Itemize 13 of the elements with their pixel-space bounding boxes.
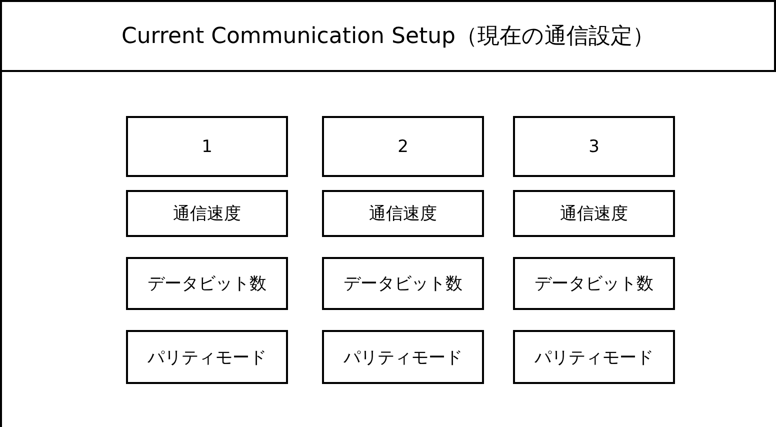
setting-box: データビット数 <box>322 257 484 310</box>
setting-box: 通信速度 <box>126 190 288 237</box>
setting-box: データビット数 <box>513 257 675 310</box>
setting-box: パリティモード <box>513 330 675 384</box>
setting-box: 3 <box>513 116 675 177</box>
setting-box: パリティモード <box>322 330 484 384</box>
setting-box: 通信速度 <box>322 190 484 237</box>
setting-box: データビット数 <box>126 257 288 310</box>
setting-box: 通信速度 <box>513 190 675 237</box>
setting-box: 2 <box>322 116 484 177</box>
header-bar: Current Communication Setup（現在の通信設定） <box>0 0 776 72</box>
setting-box: パリティモード <box>126 330 288 384</box>
setting-box: 1 <box>126 116 288 177</box>
